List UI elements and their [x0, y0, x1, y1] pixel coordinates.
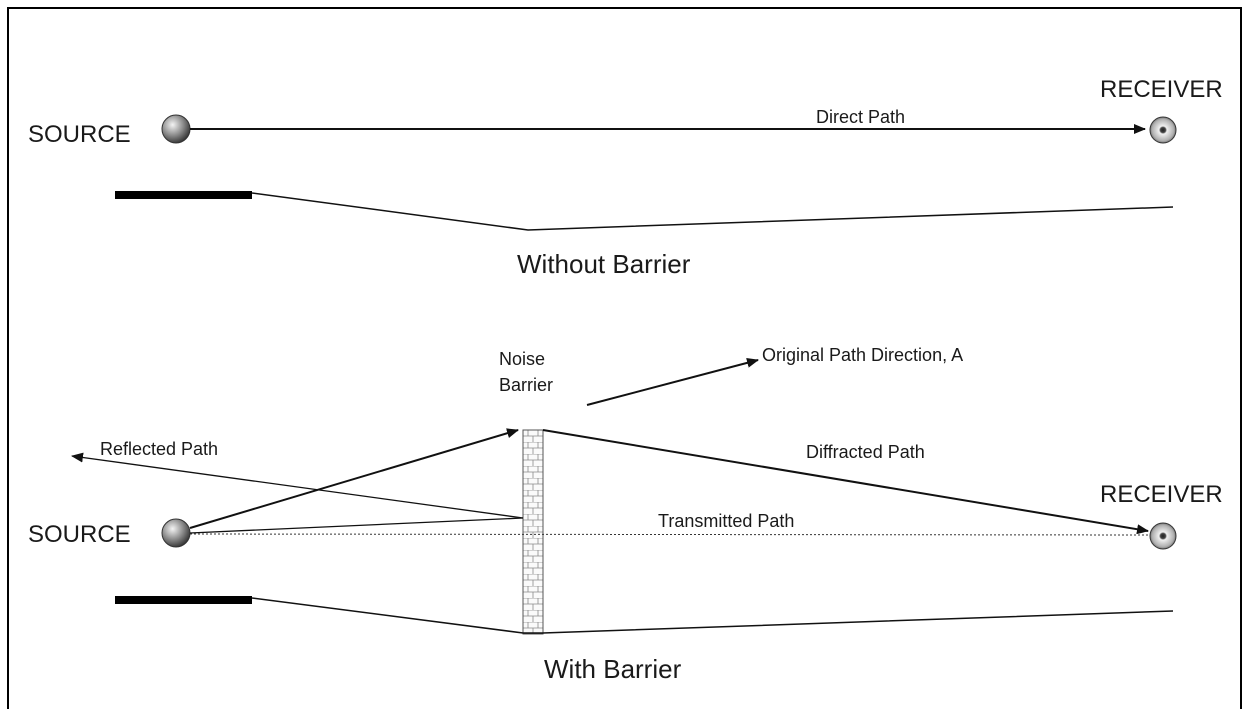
original-path-arrow: [586, 357, 759, 406]
receiver-label: RECEIVER: [1100, 76, 1223, 103]
source-icon: [161, 114, 191, 144]
source-label: SOURCE: [28, 521, 131, 548]
receiver-icon: [1149, 522, 1177, 550]
roadway-bar: [115, 191, 252, 199]
reflected-path-label: Reflected Path: [100, 439, 218, 459]
source-icon: [161, 518, 191, 548]
receiver-label: RECEIVER: [1100, 481, 1223, 508]
original-path-label: Original Path Direction, A: [762, 345, 963, 365]
diffracted-path-label: Diffracted Path: [806, 442, 925, 462]
receiver-icon: [1149, 116, 1177, 144]
direct-path-label: Direct Path: [816, 107, 905, 127]
diffracted-path-arrow: [542, 429, 1149, 535]
ground-profile: [251, 192, 1174, 231]
with-barrier-caption: With Barrier: [544, 654, 682, 684]
barrier-label-line1: Noise: [499, 349, 545, 369]
frame-border: [7, 7, 1242, 709]
roadway-bar: [115, 596, 252, 604]
reflected-path-arrow: [71, 452, 524, 519]
path-to-barrier-face: [189, 517, 524, 534]
ground-profile: [251, 597, 1174, 634]
noise-barrier-wall: [522, 429, 544, 635]
path-to-barrier-top: [189, 428, 519, 529]
barrier-label-line2: Barrier: [499, 375, 553, 395]
without-barrier-panel: SOURCE Direct Path RECEIVER Without Barr…: [28, 76, 1223, 279]
source-label: SOURCE: [28, 121, 131, 148]
without-barrier-caption: Without Barrier: [517, 249, 691, 279]
transmitted-path-label: Transmitted Path: [658, 511, 794, 531]
transmitted-path-line: [189, 533, 1151, 536]
with-barrier-panel: SOURCE Noise Barrier Original Path Direc…: [28, 345, 1223, 684]
